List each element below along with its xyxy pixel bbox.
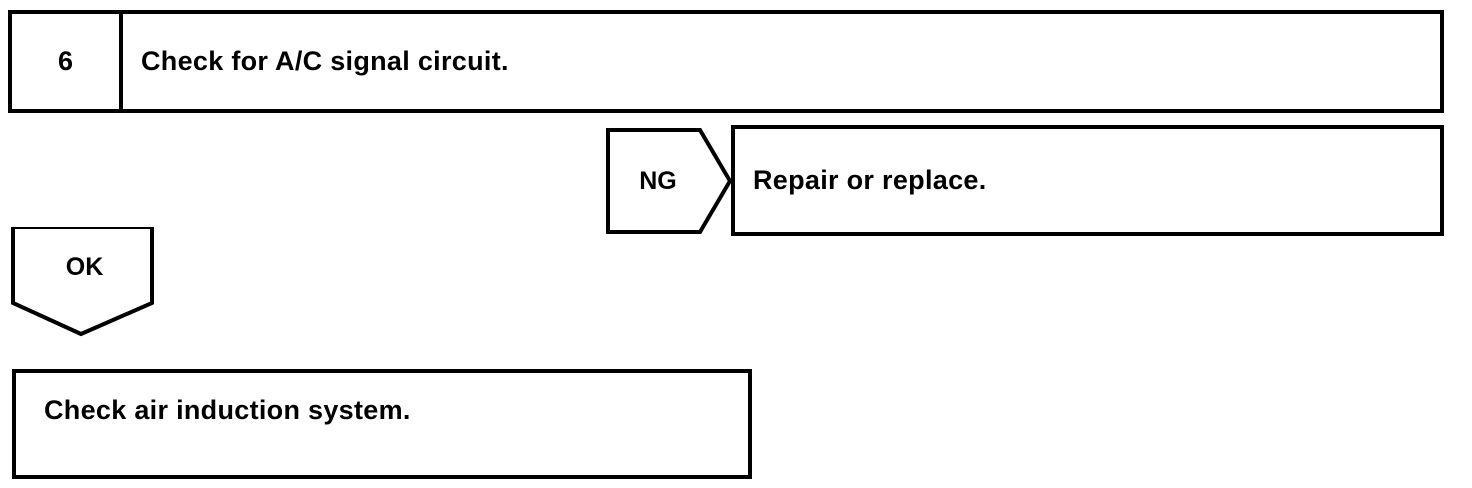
ok-pentagon-shape xyxy=(11,227,154,337)
ok-branch-pentagon xyxy=(11,227,154,337)
result-label: Check air induction system. xyxy=(44,395,411,425)
step-number: 6 xyxy=(57,46,74,76)
step-instruction-cell: Check for A/C signal circuit. xyxy=(123,14,1440,109)
step-box: 6 Check for A/C signal circuit. xyxy=(8,10,1444,113)
step-instruction: Check for A/C signal circuit. xyxy=(141,46,509,76)
repair-box: Repair or replace. xyxy=(731,125,1444,236)
result-box: Check air induction system. xyxy=(12,369,752,479)
step-number-cell: 6 xyxy=(12,14,123,109)
ng-pentagon-shape xyxy=(606,128,732,234)
ng-branch-pentagon xyxy=(606,128,732,234)
repair-label: Repair or replace. xyxy=(753,165,987,195)
